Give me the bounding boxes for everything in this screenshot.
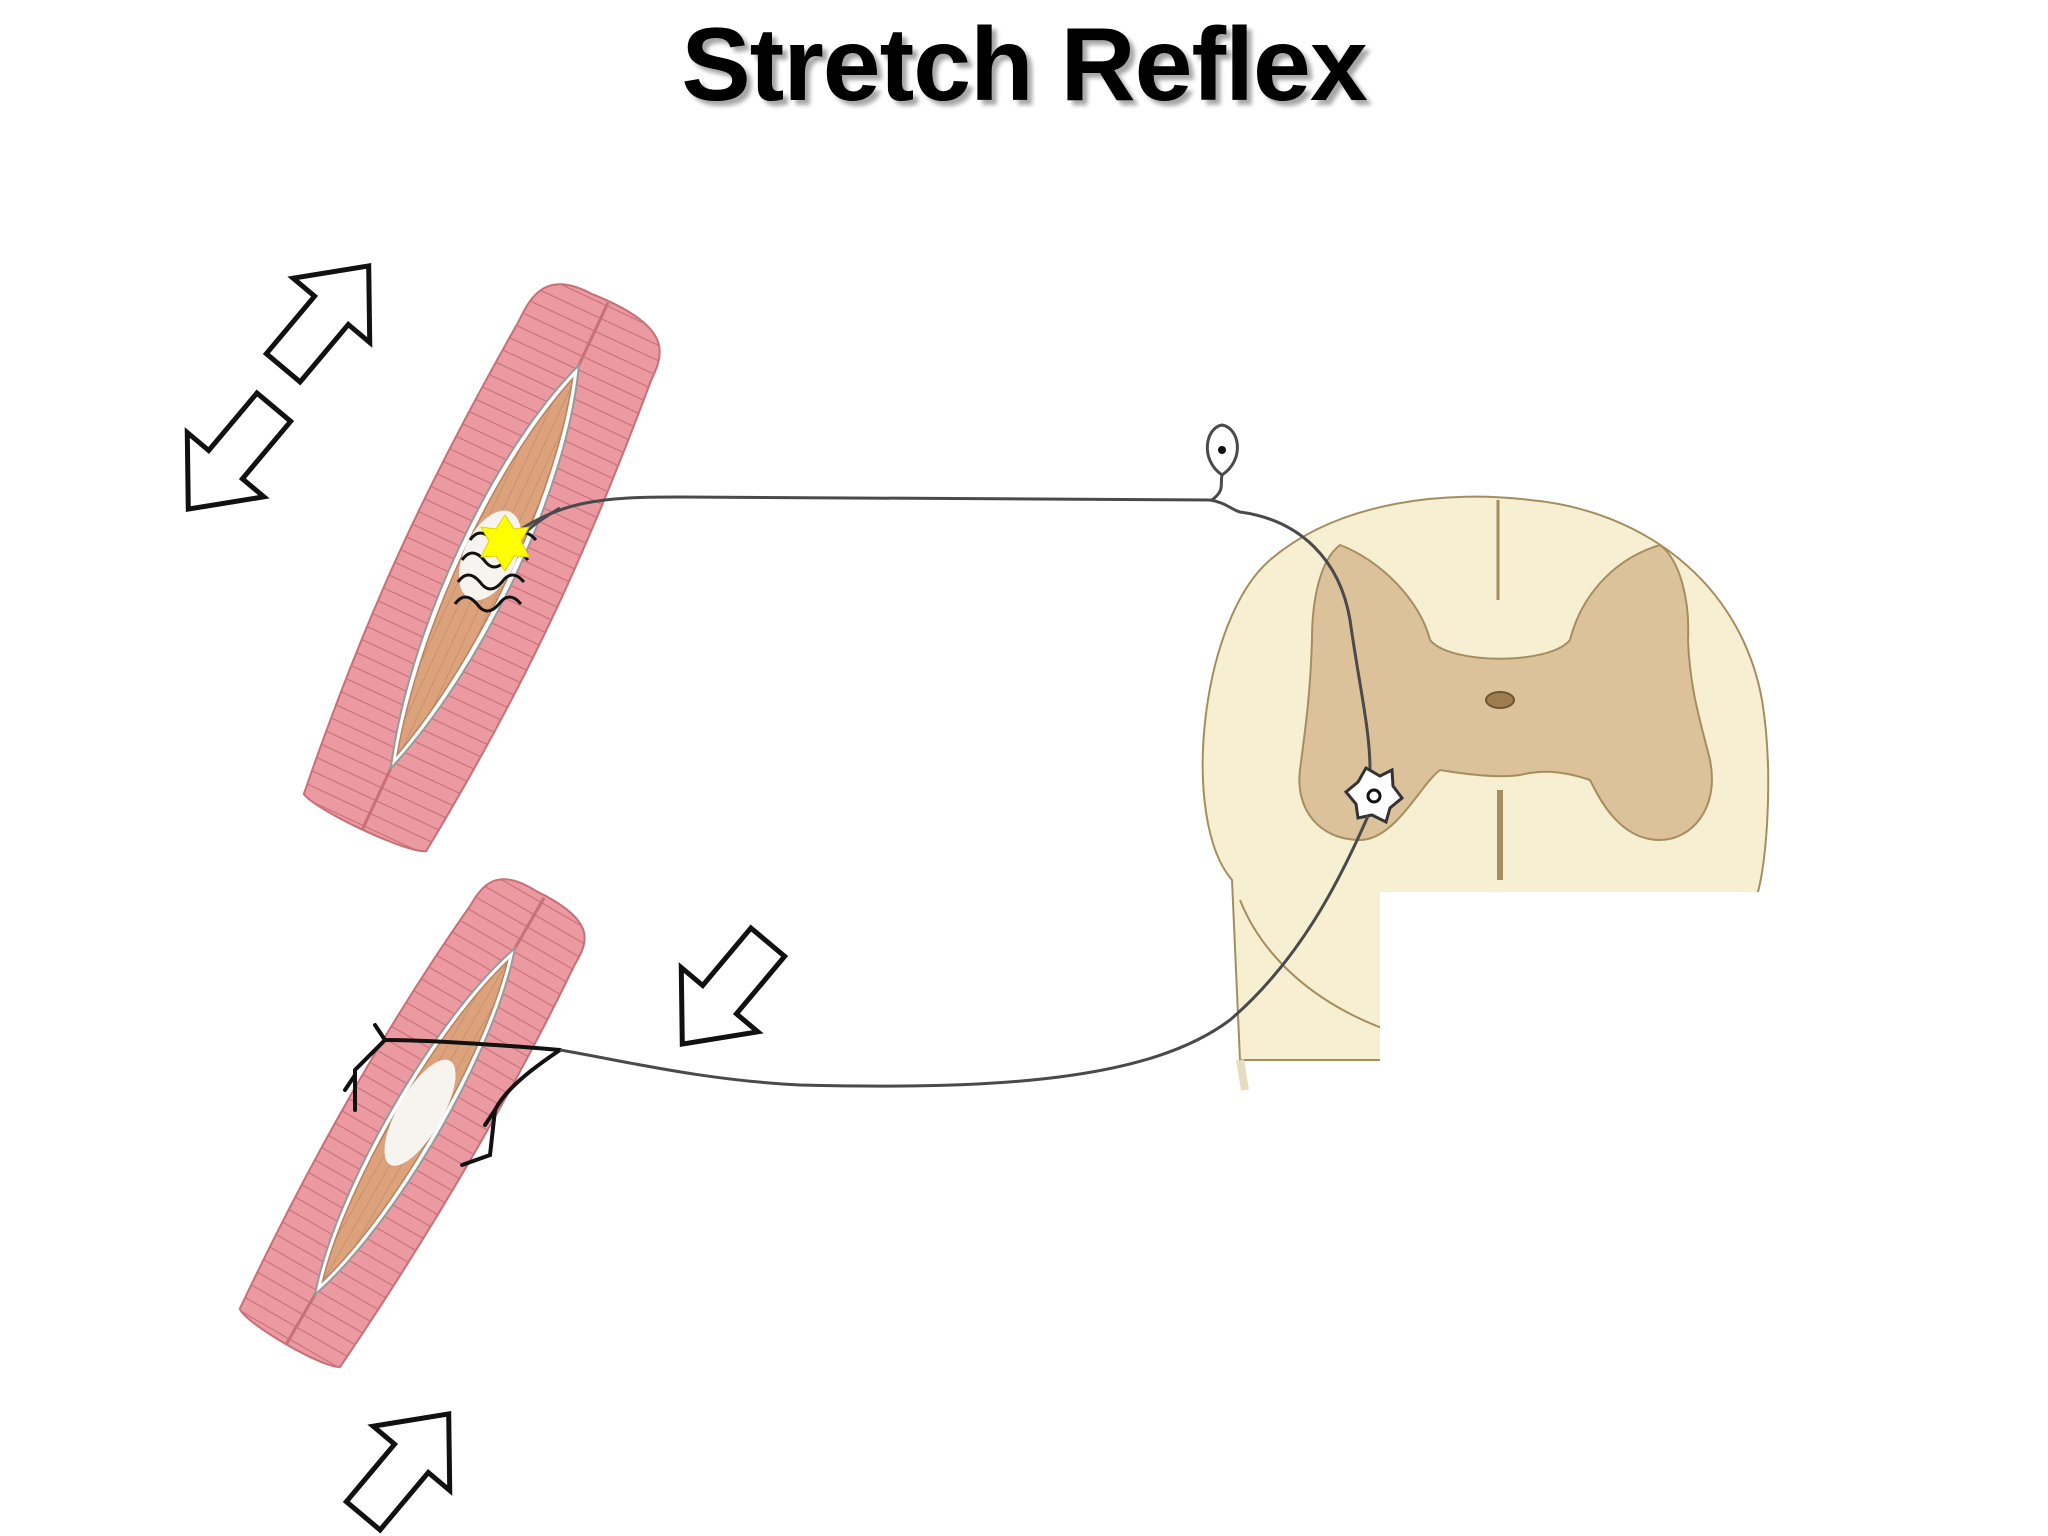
stimulus-star-icon	[480, 514, 530, 572]
motor-neuron-cell-body-icon	[1343, 765, 1405, 825]
central-canal	[1485, 691, 1515, 709]
stretch-arrow-down-icon	[184, 389, 295, 513]
contraction-arrow-upper-icon	[678, 924, 789, 1048]
lower-muscle	[238, 878, 586, 1368]
spinal-cord	[1201, 495, 1800, 1242]
motor-axon	[559, 815, 1370, 1088]
motor-nerve-endings	[343, 1023, 562, 1167]
dorsal-root-ganglion-stalk	[1211, 474, 1224, 502]
sensory-neuron-cell-body-icon	[1205, 423, 1239, 477]
cord-cutout-mask	[1380, 892, 1800, 1242]
sensory-axon	[504, 495, 1372, 771]
slide-title: Stretch Reflex	[681, 6, 1367, 123]
stretch-arrow-up-icon	[262, 262, 373, 386]
upper-muscle	[302, 283, 661, 853]
contraction-arrow-lower-icon	[342, 1410, 453, 1534]
